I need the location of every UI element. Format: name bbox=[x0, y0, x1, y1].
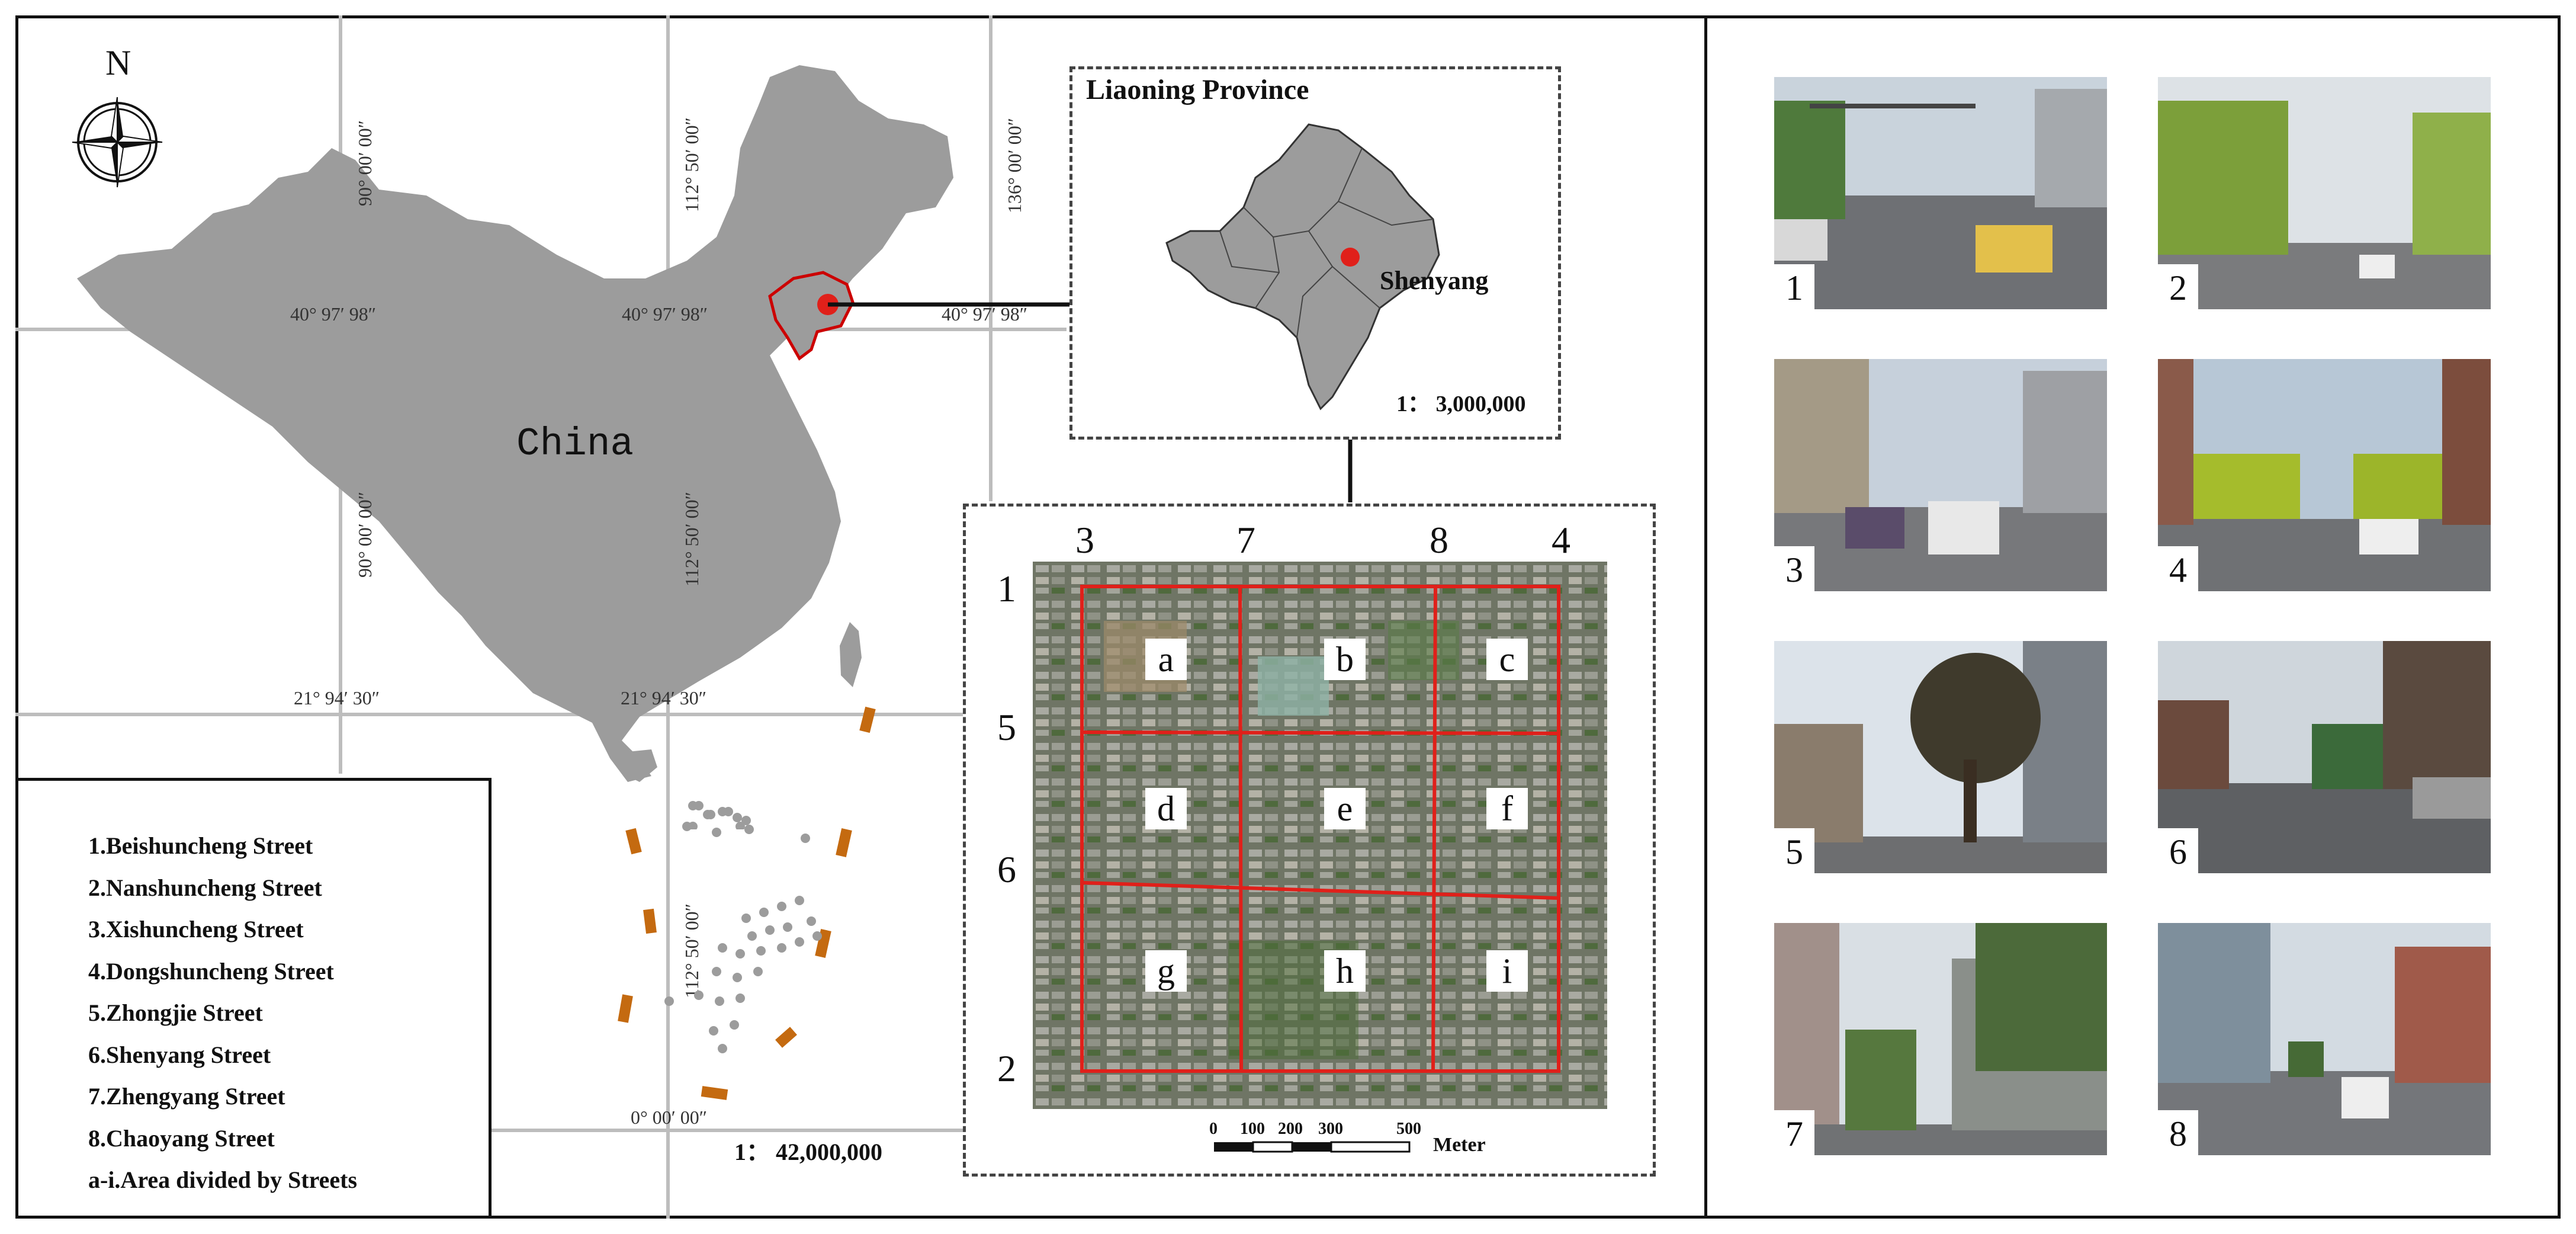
grid-left-number: 2 bbox=[997, 1047, 1016, 1089]
legend-item: 8.Chaoyang Street bbox=[88, 1124, 275, 1152]
area-cell-label: b bbox=[1324, 639, 1366, 680]
scale-unit: Meter bbox=[1433, 1134, 1486, 1156]
nine-dash-line bbox=[618, 706, 876, 1100]
legend-item: 4.Dongshuncheng Street bbox=[88, 957, 334, 985]
photo-number: 6 bbox=[2158, 828, 2198, 873]
area-cell-label: f bbox=[1486, 788, 1528, 829]
scale-tick: 100 bbox=[1240, 1120, 1265, 1138]
street-photo-1: 1 bbox=[1774, 77, 2107, 309]
area-cell-label: g bbox=[1145, 950, 1187, 992]
coord-lat-21-mid: 21° 94′ 30″ bbox=[621, 687, 707, 709]
hainan-island bbox=[622, 749, 657, 782]
legend-item: 3.Xishuncheng Street bbox=[88, 916, 304, 943]
liaoning-map bbox=[1165, 123, 1440, 411]
coord-lat-21-left: 21° 94′ 30″ bbox=[294, 687, 380, 709]
scale-tick: 300 bbox=[1318, 1120, 1343, 1138]
graticule-lat-0 bbox=[492, 1129, 965, 1132]
coord-lon-112-mid: 112° 50′ 00″ bbox=[681, 492, 702, 586]
street-photo-4: 4 bbox=[2158, 359, 2491, 591]
county-borders bbox=[1219, 148, 1434, 338]
coord-lon-136-top: 136° 00′ 00″ bbox=[1004, 117, 1025, 213]
coord-lat-40-left: 40° 97′ 98″ bbox=[290, 303, 377, 325]
coord-lat-40-mid: 40° 97′ 98″ bbox=[622, 303, 708, 325]
province-scale: 1： 3,000,000 bbox=[1396, 392, 1526, 416]
taiwan-island bbox=[840, 622, 862, 687]
north-label: N bbox=[105, 43, 131, 82]
legend-item: 5.Zhongjie Street bbox=[88, 999, 263, 1026]
figure-frame bbox=[15, 15, 2561, 1219]
legend-item: 2.Nanshuncheng Street bbox=[88, 874, 322, 901]
legend-item: 7.Zhengyang Street bbox=[88, 1083, 285, 1110]
street-photo-2: 2 bbox=[2158, 77, 2491, 309]
china-scale: 1： 42,000,000 bbox=[734, 1139, 882, 1165]
graticule-lat-21 bbox=[15, 713, 963, 716]
coord-lat-40-right: 40° 97′ 98″ bbox=[942, 303, 1028, 325]
area-cell-label: a bbox=[1145, 639, 1187, 680]
south-china-sea-inset bbox=[618, 706, 876, 1100]
liaoning-highlight bbox=[768, 271, 855, 361]
grid-left-number: 1 bbox=[997, 568, 1016, 610]
scale-tick: 200 bbox=[1278, 1120, 1303, 1138]
area-cell-label: h bbox=[1324, 950, 1366, 992]
island-dots bbox=[664, 801, 822, 1053]
street-photo-5: 5 bbox=[1774, 641, 2107, 873]
scale-bar bbox=[1214, 1141, 1411, 1153]
legend-item: a-i.Area divided by Streets bbox=[88, 1166, 358, 1193]
area-cell-label: i bbox=[1486, 950, 1528, 992]
grid-top-number: 3 bbox=[1075, 519, 1094, 561]
coord-lon-112-top: 112° 50′ 00″ bbox=[681, 117, 702, 212]
grid-top-number: 7 bbox=[1236, 519, 1255, 561]
coord-lon-90-top: 90° 00′ 00″ bbox=[354, 120, 375, 206]
photo-number: 5 bbox=[1774, 828, 1814, 873]
legend-box: 1.Beishuncheng Street 2.Nanshuncheng Str… bbox=[15, 778, 492, 1219]
liaoning-outline bbox=[1165, 123, 1440, 411]
photo-number: 7 bbox=[1774, 1110, 1814, 1155]
photo-number: 8 bbox=[2158, 1110, 2198, 1155]
area-cell-label: e bbox=[1324, 788, 1366, 829]
area-cell-label: c bbox=[1486, 639, 1528, 680]
coord-lat-0: 0° 00′ 00″ bbox=[631, 1107, 708, 1128]
area-cell-label: d bbox=[1145, 788, 1187, 829]
panel-divider bbox=[1704, 15, 1707, 1219]
scale-tick: 0 bbox=[1209, 1120, 1218, 1138]
grid-left-number: 6 bbox=[997, 848, 1016, 890]
scale-tick: 500 bbox=[1396, 1120, 1421, 1138]
street-photo-7: 7 bbox=[1774, 923, 2107, 1155]
coord-lon-90-mid: 90° 00′ 00″ bbox=[354, 491, 375, 578]
legend-item: 1.Beishuncheng Street bbox=[88, 832, 313, 859]
photo-number: 3 bbox=[1774, 546, 1814, 591]
legend-item: 6.Shenyang Street bbox=[88, 1041, 271, 1068]
grid-top-number: 8 bbox=[1430, 519, 1448, 561]
street-photo-6: 6 bbox=[2158, 641, 2491, 873]
street-photo-8: 8 bbox=[2158, 923, 2491, 1155]
photo-number: 4 bbox=[2158, 546, 2198, 591]
graticule-lon-136 bbox=[989, 15, 993, 501]
city-label: Shenyang bbox=[1380, 266, 1489, 295]
street-photo-3: 3 bbox=[1774, 359, 2107, 591]
compass-rose-icon bbox=[72, 97, 163, 188]
country-label: China bbox=[516, 422, 634, 466]
photo-number: 1 bbox=[1774, 264, 1814, 309]
province-title: Liaoning Province bbox=[1086, 74, 1309, 105]
photo-number: 2 bbox=[2158, 264, 2198, 309]
grid-left-number: 5 bbox=[997, 706, 1016, 748]
grid-top-number: 4 bbox=[1552, 519, 1570, 561]
china-landmass bbox=[77, 65, 953, 782]
